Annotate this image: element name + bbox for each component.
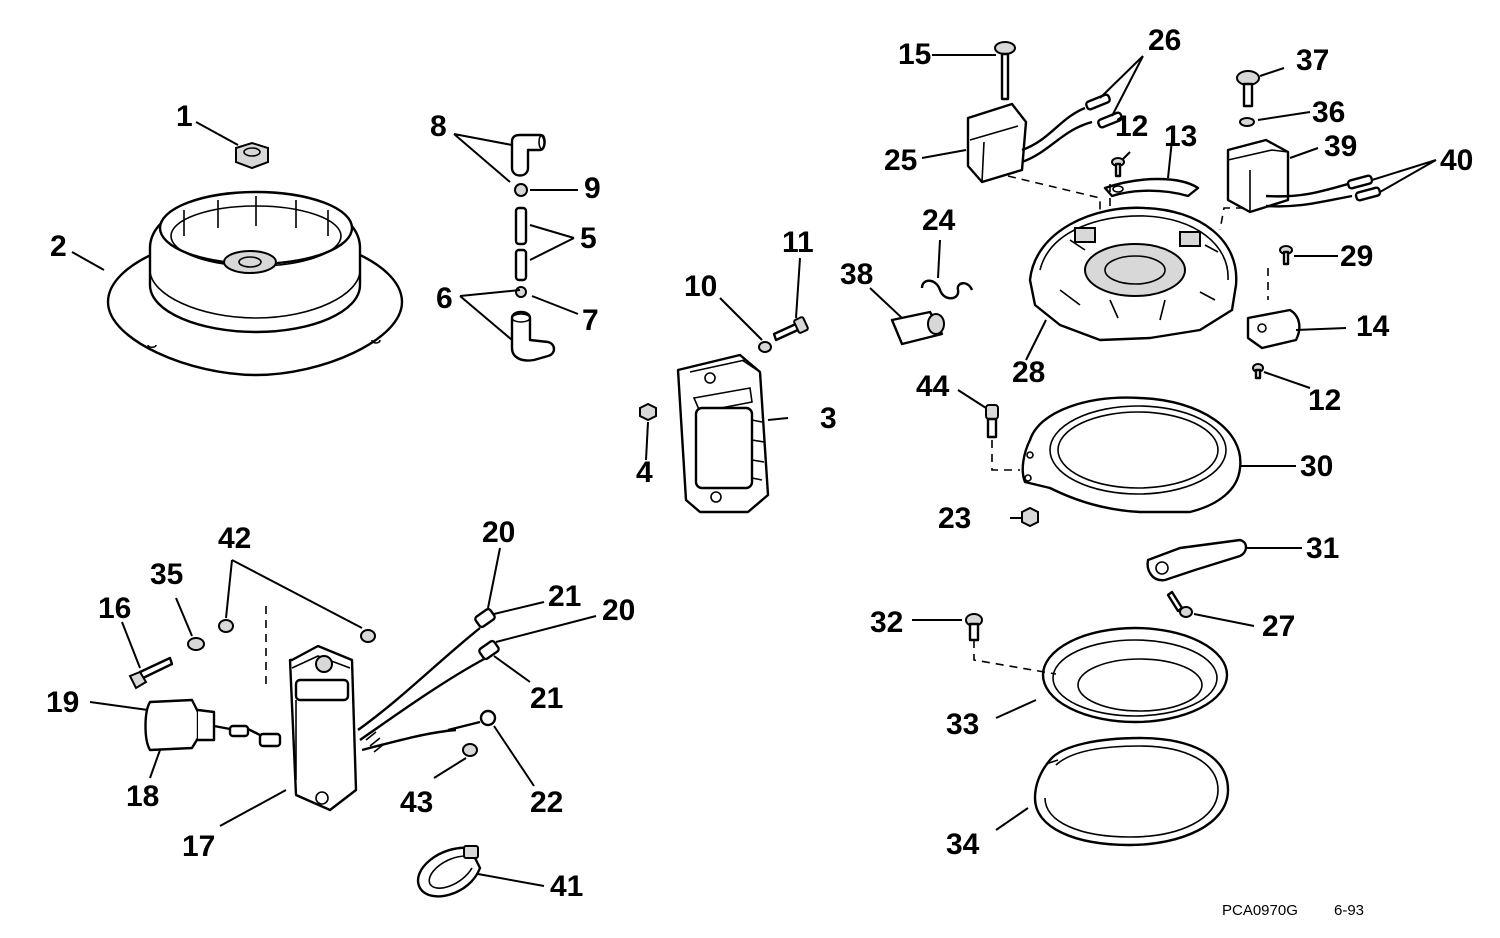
part-39-charge-coil — [1226, 138, 1353, 214]
figure-code: PCA0970G — [1222, 902, 1298, 919]
callout-22: 22 — [530, 786, 563, 819]
part-19-connector-body — [144, 698, 282, 752]
part-23-nut — [1021, 506, 1039, 528]
callout-12-top: 12 — [1115, 110, 1148, 143]
callout-6: 6 — [436, 282, 453, 315]
part-34-snap-ring — [1033, 736, 1230, 847]
callout-2: 2 — [50, 230, 67, 263]
part-33-retainer-ring — [1041, 626, 1229, 724]
part-29-screw — [1279, 245, 1293, 266]
part-31-link-arm — [1146, 538, 1248, 582]
callout-20-lower: 20 — [602, 594, 635, 627]
callout-44: 44 — [916, 370, 950, 403]
callout-35: 35 — [150, 558, 183, 591]
part-32-screw — [965, 613, 983, 642]
callout-17: 17 — [182, 830, 215, 863]
callout-42: 42 — [218, 522, 251, 555]
callout-31: 31 — [1306, 532, 1339, 565]
part-7-spring — [515, 286, 527, 298]
leader-lines — [71, 54, 1437, 887]
part-35-washer — [187, 637, 205, 651]
part-6-spark-boot — [510, 310, 556, 362]
callout-9: 9 — [584, 172, 601, 205]
callout-27: 27 — [1262, 610, 1295, 643]
callout-10: 10 — [684, 270, 717, 303]
part-25-timer-base-sensor — [966, 102, 1093, 184]
part-36-washer — [1239, 117, 1255, 127]
callout-29: 29 — [1340, 240, 1373, 273]
part-40-connectors — [1346, 174, 1382, 202]
callout-43: 43 — [400, 786, 433, 819]
callout-8: 8 — [430, 110, 447, 143]
part-1-nut — [235, 141, 269, 170]
part-9-spring — [514, 183, 528, 197]
alignment-dashes — [265, 175, 1269, 690]
part-20-21-leads — [357, 607, 500, 753]
callout-33: 33 — [946, 708, 979, 741]
part-38-sensor — [890, 310, 945, 346]
part-16-bolt — [128, 656, 174, 690]
part-12-screw-top — [1111, 157, 1125, 178]
callout-32: 32 — [870, 606, 903, 639]
part-13-retainer — [1103, 177, 1200, 198]
callout-13: 13 — [1164, 120, 1197, 153]
callout-11: 11 — [782, 226, 814, 259]
callout-38: 38 — [840, 258, 873, 291]
callout-21-upper: 21 — [548, 580, 581, 613]
callout-5: 5 — [580, 222, 597, 255]
callout-3: 3 — [820, 402, 837, 435]
part-2-flywheel — [106, 190, 404, 377]
callout-36: 36 — [1312, 96, 1345, 129]
callout-15: 15 — [898, 38, 931, 71]
callout-1: 1 — [176, 100, 193, 133]
callout-4: 4 — [636, 456, 653, 489]
part-17-power-pack — [288, 644, 358, 812]
part-22-ring-terminal — [447, 709, 497, 732]
callout-numbers: 1 2 3 4 5 6 7 8 9 10 11 12 12 13 14 15 1… — [46, 24, 1473, 903]
callout-24: 24 — [922, 204, 956, 237]
callout-37: 37 — [1296, 44, 1329, 77]
callout-28: 28 — [1012, 356, 1045, 389]
part-28-armature-plate — [1028, 206, 1238, 342]
callout-14: 14 — [1356, 310, 1390, 343]
part-11-screw — [772, 316, 809, 342]
part-30-retainer-plate — [1021, 396, 1242, 514]
part-14-throttle-cam-clip — [1246, 308, 1301, 350]
part-5-terminals — [514, 206, 528, 282]
callout-23: 23 — [938, 502, 971, 535]
part-26-connectors — [1085, 93, 1123, 129]
part-24-spring — [920, 279, 974, 300]
callout-39: 39 — [1324, 130, 1357, 163]
part-44-grease-fitting — [985, 404, 999, 439]
callout-30: 30 — [1300, 450, 1333, 483]
part-41-clamp — [416, 845, 482, 898]
callout-12-lower: 12 — [1308, 384, 1341, 417]
part-8-spark-boot — [510, 133, 546, 177]
part-42-washers — [218, 619, 376, 643]
part-37-screw — [1236, 70, 1260, 108]
part-15-screw — [994, 41, 1016, 101]
callout-18: 18 — [126, 780, 159, 813]
callout-21-lower: 21 — [530, 682, 563, 715]
callout-25: 25 — [884, 144, 917, 177]
part-43-nut — [462, 743, 478, 757]
callout-20-upper: 20 — [482, 516, 515, 549]
part-12-screw-lower — [1252, 363, 1264, 380]
callout-34: 34 — [946, 828, 980, 861]
callout-40: 40 — [1440, 144, 1473, 177]
part-4-washer — [639, 402, 657, 422]
callout-16: 16 — [98, 592, 131, 625]
callout-19: 19 — [46, 686, 79, 719]
part-27-screw — [1166, 590, 1193, 618]
part-10-washer — [758, 341, 772, 353]
callout-26: 26 — [1148, 24, 1181, 57]
part-3-ignition-coil — [676, 353, 770, 514]
callout-41: 41 — [550, 870, 583, 903]
figure-date: 6-93 — [1334, 902, 1364, 919]
callout-7: 7 — [582, 304, 599, 337]
